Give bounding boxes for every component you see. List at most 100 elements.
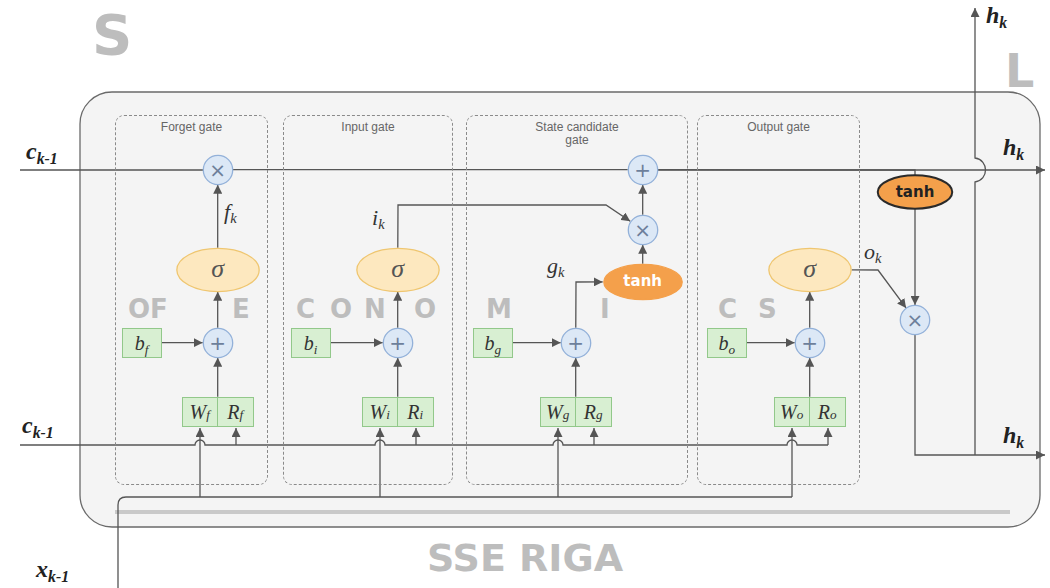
symbol-base: R xyxy=(818,401,830,423)
signal-connector xyxy=(398,205,630,248)
symbol-subscript: k xyxy=(230,210,236,226)
symbol-subscript: o xyxy=(830,408,837,423)
symbol-subscript: k-1 xyxy=(48,568,69,585)
signal-name: hk xyxy=(986,2,1007,28)
node-outline xyxy=(383,328,412,357)
signal-connector xyxy=(809,292,810,328)
weight-box: WfRf xyxy=(182,397,254,427)
symbol-base: h xyxy=(1003,422,1016,448)
operator-circle: + xyxy=(628,155,658,185)
bias-box: bi xyxy=(291,328,331,358)
weight-label: Rf xyxy=(218,397,254,427)
symbol-base: W xyxy=(370,401,387,423)
signal-name: hk xyxy=(1003,134,1024,160)
gate-heading: Input gate xyxy=(341,121,394,134)
symbol-subscript: k xyxy=(558,264,564,280)
signal-connector xyxy=(233,169,628,170)
symbol-base: h xyxy=(1003,134,1016,160)
operator-symbol: × xyxy=(209,159,226,181)
watermark-letter: N xyxy=(364,295,386,324)
weight-label: Ro xyxy=(810,397,846,427)
symbol-subscript: k xyxy=(999,14,1007,31)
symbol-subscript: i xyxy=(386,408,390,423)
sigmoid-ellipse: σ xyxy=(768,248,852,292)
gate-signal-name: fk xyxy=(224,200,237,224)
signal-connector xyxy=(575,358,576,397)
sigmoid-symbol: σ xyxy=(391,255,404,284)
bias-box: bf xyxy=(122,328,162,358)
tanh-ellipse: tanh xyxy=(603,264,683,300)
signal-connector xyxy=(217,185,218,248)
gate-signal-name: ik xyxy=(372,206,385,230)
watermark-letter: M xyxy=(486,295,512,324)
symbol-subscript: i xyxy=(314,342,318,357)
symbol-subscript: f xyxy=(145,342,149,357)
watermark: OF xyxy=(128,295,168,324)
watermark-letter: S xyxy=(758,295,777,324)
node-outline xyxy=(900,305,929,334)
node-outline xyxy=(795,328,824,357)
symbol-base: W xyxy=(190,401,207,423)
watermark: S xyxy=(92,4,132,66)
symbol-base: f xyxy=(224,199,230,224)
symbol-base: x xyxy=(36,556,48,582)
node-outline xyxy=(769,248,851,291)
watermark-letter: C xyxy=(296,295,315,324)
cell-band xyxy=(115,510,1010,514)
bias-label: bi xyxy=(304,332,318,354)
weight-label: Wf xyxy=(182,397,218,427)
symbol-subscript: f xyxy=(206,408,210,423)
watermark-letter: O xyxy=(330,295,352,324)
input-wire xyxy=(557,428,558,497)
weight-box: WiRi xyxy=(362,397,434,427)
sigmoid-ellipse: σ xyxy=(356,248,440,292)
node-outline xyxy=(203,155,232,184)
symbol-subscript: k xyxy=(378,216,384,232)
operator-symbol: + xyxy=(209,332,226,354)
signal-name: ck-1 xyxy=(22,412,54,438)
symbol-base: R xyxy=(584,401,596,423)
cell-housing xyxy=(80,92,1040,527)
gate-heading: State candidate gate xyxy=(532,121,622,147)
symbol-subscript: f xyxy=(239,408,243,423)
weight-label: Wi xyxy=(362,397,398,427)
symbol-base: b xyxy=(718,332,728,354)
symbol-base: g xyxy=(547,253,558,278)
tanh-label: tanh xyxy=(623,273,662,290)
watermark-letter: I xyxy=(600,295,610,324)
symbol-base: R xyxy=(407,401,419,423)
input-wire xyxy=(118,497,792,588)
operator-circle: × xyxy=(900,305,930,335)
bias-label: bg xyxy=(484,332,501,354)
operator-symbol: + xyxy=(567,332,584,354)
signal-connector xyxy=(513,342,561,343)
symbol-subscript: g xyxy=(596,408,603,423)
symbol-subscript: i xyxy=(419,408,423,423)
weight-box: WgRg xyxy=(540,397,612,427)
symbol-subscript: k xyxy=(1016,146,1024,163)
symbol-base: R xyxy=(227,401,239,423)
symbol-base: c xyxy=(26,138,37,164)
recurrent-input-wire xyxy=(235,428,236,445)
recurrent-input-wire xyxy=(415,428,416,445)
node-outline xyxy=(177,248,259,291)
cell-state-wire xyxy=(20,169,203,170)
signal-connector xyxy=(397,292,398,328)
recurrent-input-wire xyxy=(20,440,828,445)
watermark: SSE RIGA xyxy=(427,538,623,580)
signal-connector xyxy=(217,292,218,328)
symbol-base: c xyxy=(22,412,33,438)
watermark-letter: C xyxy=(718,295,737,324)
gate-signal-name: gk xyxy=(547,254,564,278)
symbol-subscript: k-1 xyxy=(33,424,54,441)
symbol-base: W xyxy=(780,401,797,423)
tanh-label: tanh xyxy=(896,184,935,201)
signal-connector xyxy=(162,342,203,343)
signal-connector xyxy=(642,185,643,215)
signal-connector xyxy=(914,209,915,305)
